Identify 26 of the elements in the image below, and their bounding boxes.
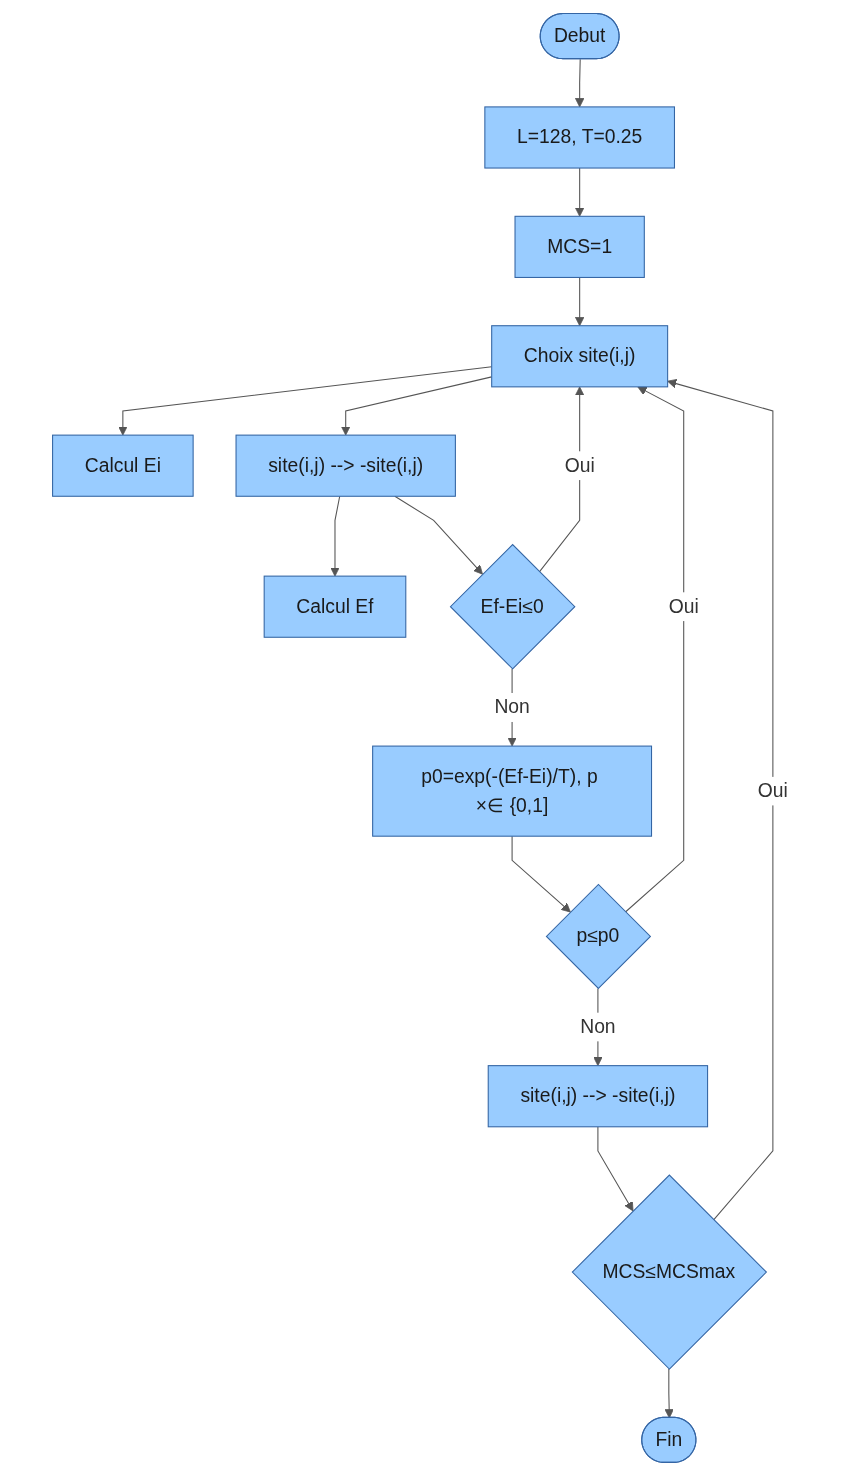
arrow bbox=[625, 386, 685, 913]
node-box: L=128, T=0.25 bbox=[484, 106, 676, 169]
node-box: site(i,j) --> -site(i,j) bbox=[487, 1065, 709, 1128]
edge-label: Oui bbox=[668, 595, 699, 617]
arrow bbox=[330, 495, 341, 577]
node-diamond: MCS≤MCSmax bbox=[571, 1174, 768, 1370]
edge-label: Oui bbox=[758, 779, 789, 802]
arrow bbox=[511, 835, 572, 913]
node-diamond: Ef-Ei≤0 bbox=[449, 543, 576, 670]
edge-label: Non bbox=[580, 1015, 616, 1038]
node-box: Calcul Ef bbox=[263, 575, 407, 638]
node-box: site(i,j) --> -site(i,j) bbox=[235, 434, 457, 497]
edge-label: Oui bbox=[564, 454, 595, 476]
node-box: MCS=1 bbox=[514, 215, 646, 278]
node-box: p0=exp(-(Ef-Ei)/T), p ×∈ {0,1] bbox=[372, 745, 653, 837]
node-box: Choix site(i,j) bbox=[491, 325, 669, 388]
arrow bbox=[575, 276, 585, 327]
arrow bbox=[575, 58, 585, 108]
node-box: Calcul Ei bbox=[52, 434, 194, 497]
arrow bbox=[394, 495, 484, 575]
arrow bbox=[664, 1368, 675, 1419]
node-diamond: p≤p0 bbox=[545, 883, 652, 990]
arrow bbox=[597, 1126, 634, 1212]
arrow bbox=[667, 378, 774, 1221]
edge-label: Non bbox=[494, 696, 531, 718]
arrow bbox=[575, 167, 585, 217]
